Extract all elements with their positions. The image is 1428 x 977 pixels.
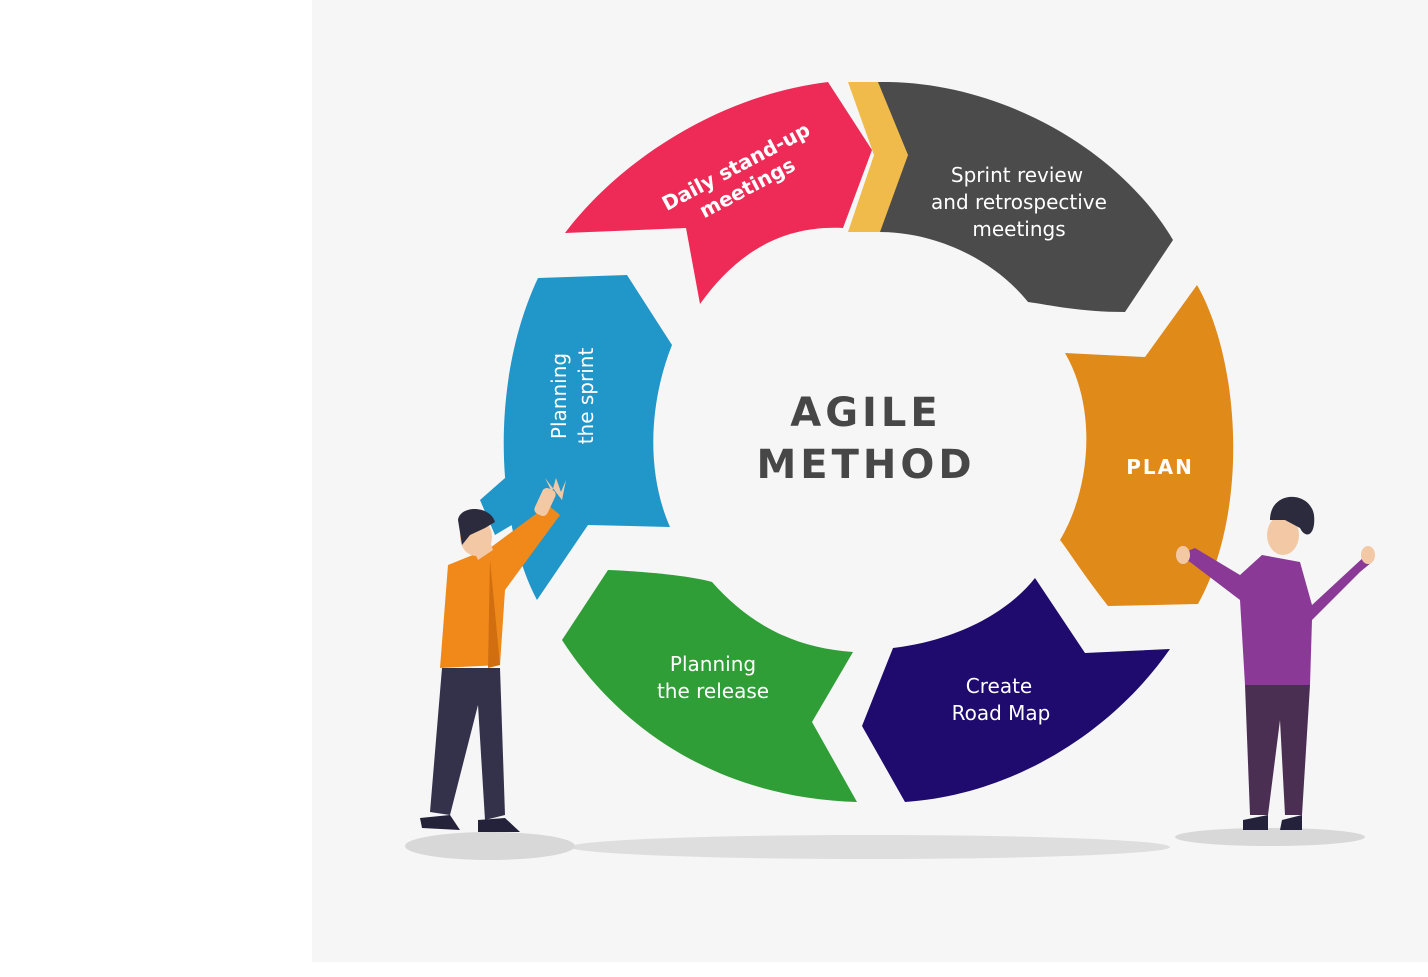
label-sprint-line1: Planning — [547, 353, 571, 439]
segment-plan — [1060, 285, 1234, 606]
label-review-line1: Sprint review — [951, 163, 1083, 187]
floor-shadow-center — [570, 835, 1170, 859]
segment-daily-standup — [565, 82, 872, 304]
label-sprint-line2: the sprint — [574, 348, 598, 445]
label-release-line1: Planning — [670, 652, 756, 676]
label-roadmap-line1: Create — [966, 674, 1032, 698]
chevron-accent — [848, 82, 908, 232]
center-title-line1: AGILE — [790, 390, 941, 436]
center-title-line2: METHOD — [756, 442, 975, 488]
floor-shadow-right — [1175, 828, 1365, 846]
floor-shadow-left — [405, 832, 575, 860]
label-review-line3: meetings — [972, 217, 1065, 241]
segment-sprint-review — [878, 81, 1173, 312]
label-plan: PLAN — [1126, 455, 1194, 479]
segment-roadmap — [862, 578, 1170, 802]
label-roadmap-line2: Road Map — [952, 701, 1051, 725]
label-review-line2: and retrospective — [931, 190, 1107, 214]
person-right-illustration — [1176, 496, 1375, 830]
segment-release — [562, 570, 857, 802]
label-release-line2: the release — [657, 679, 769, 703]
person-left-illustration — [420, 478, 566, 832]
